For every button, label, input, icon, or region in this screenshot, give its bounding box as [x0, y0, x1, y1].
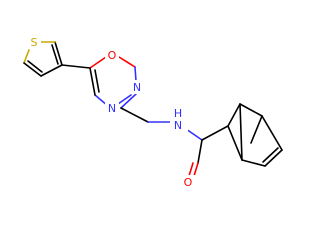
bond: [193, 162, 199, 177]
bond: [23, 49, 30, 64]
bond: [51, 44, 59, 65]
atom-label: N: [174, 119, 182, 132]
atom-label: N: [108, 102, 116, 115]
thiophene-ring: [23, 41, 63, 77]
bond: [227, 125, 243, 161]
bond: [185, 128, 203, 141]
bond: [227, 103, 241, 127]
atom-label: S: [31, 36, 38, 49]
atom-labels: S O N N H N O: [27, 35, 195, 189]
bond: [239, 103, 243, 161]
atom-label: N: [133, 81, 141, 94]
bond: [23, 62, 42, 77]
bond: [27, 60, 43, 73]
bond: [54, 41, 63, 66]
bond: [120, 93, 137, 109]
bond: [118, 56, 136, 68]
bond: [241, 159, 266, 167]
bond: [201, 125, 229, 141]
bond: [89, 67, 96, 96]
bond: [264, 149, 283, 167]
norbornene-ring: [201, 103, 283, 167]
bond: [261, 115, 283, 151]
bond: [61, 64, 91, 69]
bond: [250, 115, 263, 144]
bond: [239, 103, 263, 117]
bond: [117, 94, 132, 105]
bond: [94, 69, 100, 93]
bond: [197, 139, 203, 164]
bond: [188, 162, 194, 177]
atom-label-h: H: [174, 107, 182, 120]
bond: [89, 56, 107, 69]
bond: [40, 64, 63, 77]
atom-label: O: [184, 176, 193, 189]
atom-label: O: [108, 49, 117, 62]
molecule-diagram: S O N N H N O: [23, 35, 283, 189]
bond: [120, 107, 149, 123]
bond: [262, 147, 279, 163]
oxadiazole-ring: [89, 56, 137, 109]
bond: [134, 66, 137, 82]
